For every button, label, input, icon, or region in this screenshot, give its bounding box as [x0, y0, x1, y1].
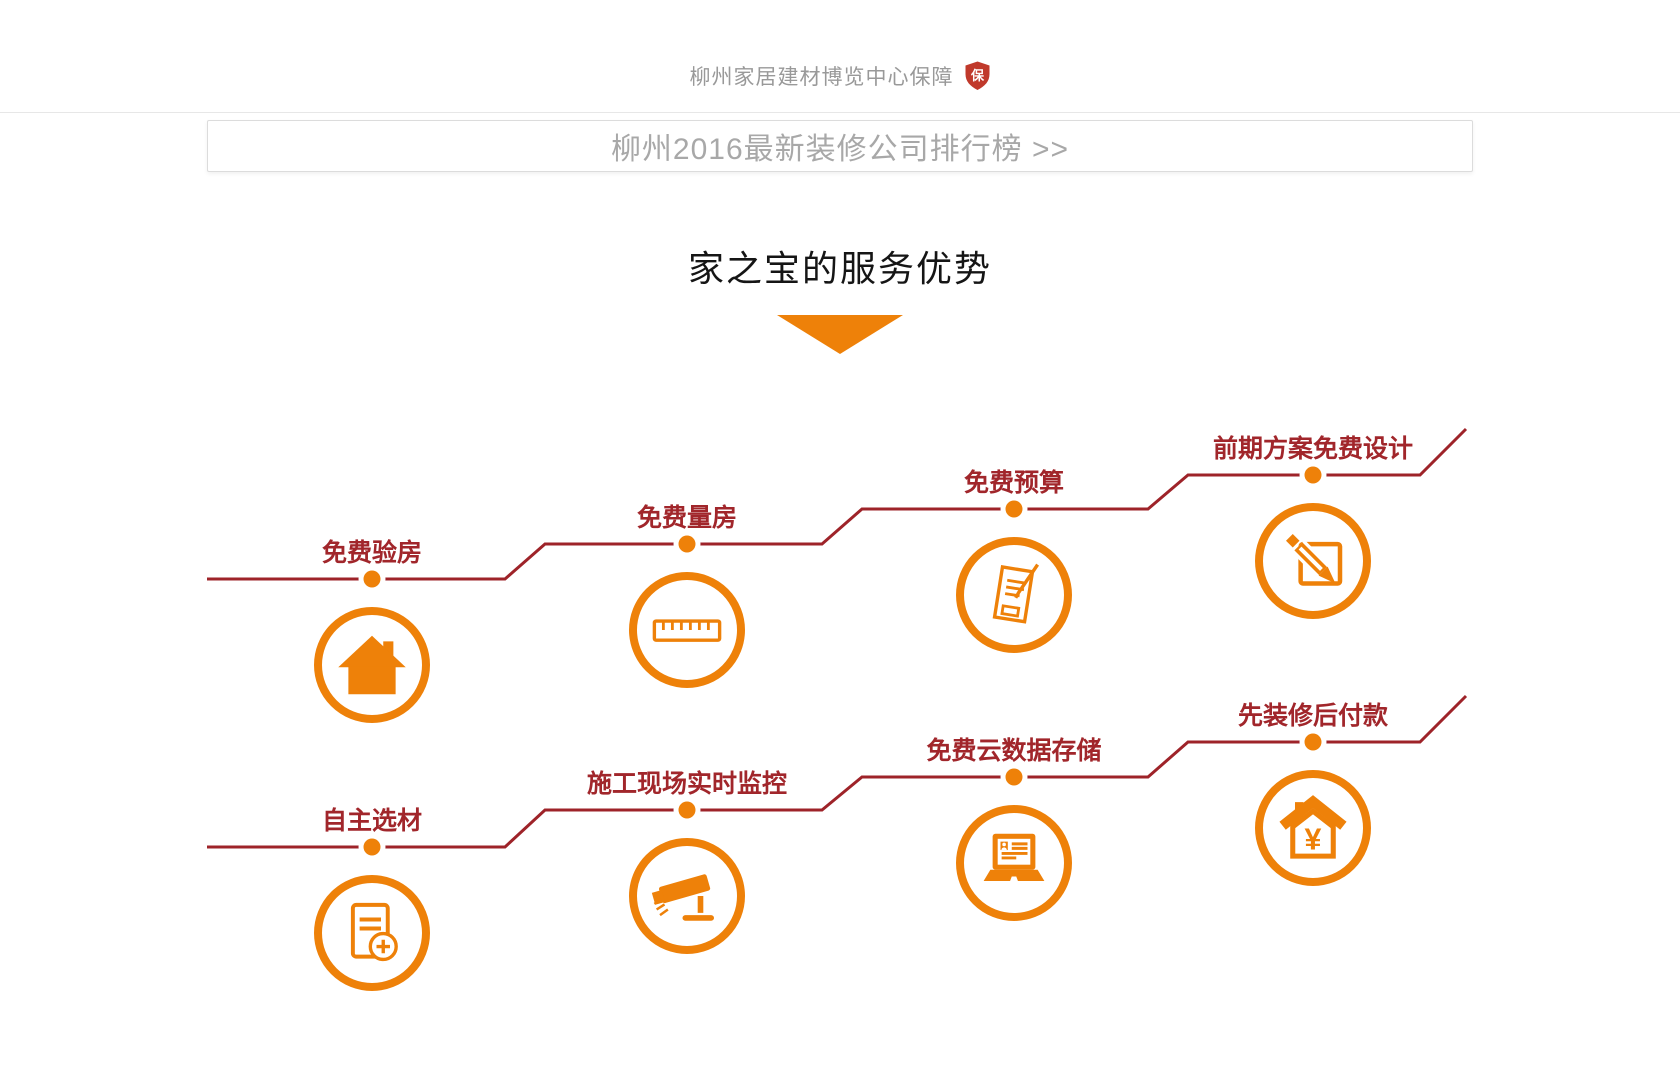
ranking-banner-text: 柳州2016最新装修公司排行榜 >> [610, 133, 1070, 166]
flow-item-badge [629, 838, 745, 954]
house-icon [338, 635, 406, 695]
flow-item-label: 免费验房 [321, 539, 422, 567]
flow-item-badge [956, 537, 1072, 653]
shield-badge-char: 保 [969, 68, 984, 83]
flow-item-badge [1255, 503, 1371, 619]
header-guarantee: 柳州家居建材博览中心保障 保 [0, 60, 1680, 92]
shield-guarantee-icon: 保 [965, 61, 989, 90]
flow-item-badge: ¥ [1255, 770, 1371, 886]
flow-item-label: 免费预算 [963, 469, 1064, 497]
cctv-camera-icon [651, 874, 714, 921]
document-add-icon [350, 902, 398, 962]
budget-sheet-pen-icon [992, 563, 1040, 624]
flow-item-label: 先装修后付款 [1237, 702, 1388, 730]
flow-item-label: 施工现场实时监控 [586, 770, 787, 798]
house-payment-icon: ¥ [1279, 795, 1347, 859]
flow-item-badge [629, 572, 745, 688]
flow-item-badge [314, 607, 430, 723]
step-line-row1 [207, 427, 1468, 581]
flow-item-label: 免费量房 [636, 504, 737, 532]
flow-item-label: 免费云数据存储 [926, 737, 1102, 765]
yen-symbol: ¥ [1305, 823, 1322, 856]
triangle-down-icon [777, 315, 903, 354]
flow-item-badge [314, 875, 430, 991]
header-divider [0, 112, 1680, 113]
guarantee-text: 柳州家居建材博览中心保障 [689, 66, 954, 89]
ranking-banner-link[interactable]: 柳州2016最新装修公司排行榜 >> [207, 120, 1473, 172]
section-title: 家之宝的服务优势 [687, 248, 992, 289]
ruler-icon [652, 619, 722, 642]
step-line-row2 [207, 694, 1468, 849]
pencil-square-icon [1286, 534, 1343, 586]
flow-item-label: 前期方案免费设计 [1212, 435, 1413, 463]
flow-item-label: 自主选材 [321, 807, 422, 835]
laptop-data-icon [983, 833, 1045, 881]
step-dots [358, 461, 1327, 861]
flow-item-badge [956, 805, 1072, 921]
